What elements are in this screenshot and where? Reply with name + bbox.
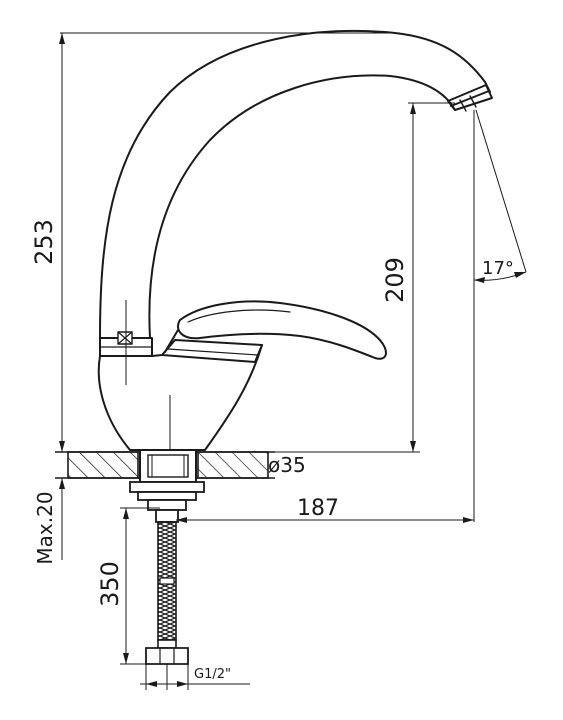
dim-spout-height: 209 — [381, 257, 409, 303]
lower-body — [97, 344, 263, 451]
dim-total-height: 253 — [30, 219, 58, 265]
dim-connection: G1/2" — [194, 667, 231, 682]
dimension-arrows — [59, 33, 526, 687]
dim-hole-diameter: ø35 — [268, 453, 306, 477]
mounting-nut — [129, 481, 205, 523]
spout-inner-edge — [148, 74, 456, 339]
dim-reach: 187 — [297, 496, 339, 521]
dim-spout-angle: 17° — [482, 258, 514, 279]
cartridge-housing — [161, 339, 263, 363]
aerator — [447, 84, 493, 111]
spout-outer-edge — [99, 29, 491, 339]
flexible-hose — [145, 521, 189, 690]
dim-max-thickness: Max.20 — [33, 491, 57, 564]
countertop-section — [55, 449, 275, 483]
aerator-ring — [450, 90, 490, 107]
hose-nut — [145, 647, 189, 665]
faucet-body — [97, 29, 493, 451]
dim-hose-length: 350 — [96, 561, 124, 607]
lever-handle — [177, 300, 387, 360]
